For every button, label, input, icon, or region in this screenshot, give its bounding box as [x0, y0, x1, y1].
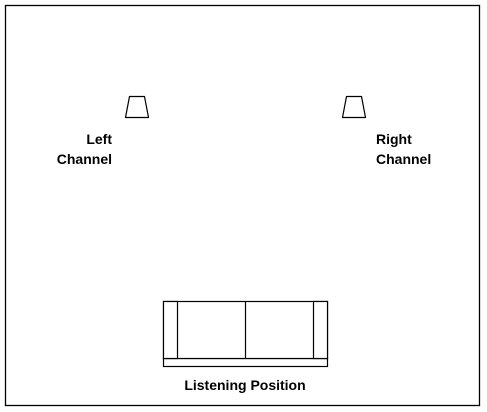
left-speaker-icon — [124, 95, 150, 119]
right-channel-label-line1: Right — [376, 131, 412, 147]
sofa-base — [162, 357, 329, 368]
room-outline — [4, 4, 481, 407]
sofa-left-arm — [162, 300, 179, 360]
right-speaker-icon — [341, 95, 367, 119]
listening-position-label: Listening Position — [184, 377, 305, 393]
left-channel-label-line1: Left — [86, 131, 112, 147]
sofa-right-arm — [312, 300, 329, 360]
left-channel-label-line2: Channel — [57, 151, 112, 167]
sofa-icon — [162, 300, 329, 368]
right-channel-label-line2: Channel — [376, 151, 431, 167]
